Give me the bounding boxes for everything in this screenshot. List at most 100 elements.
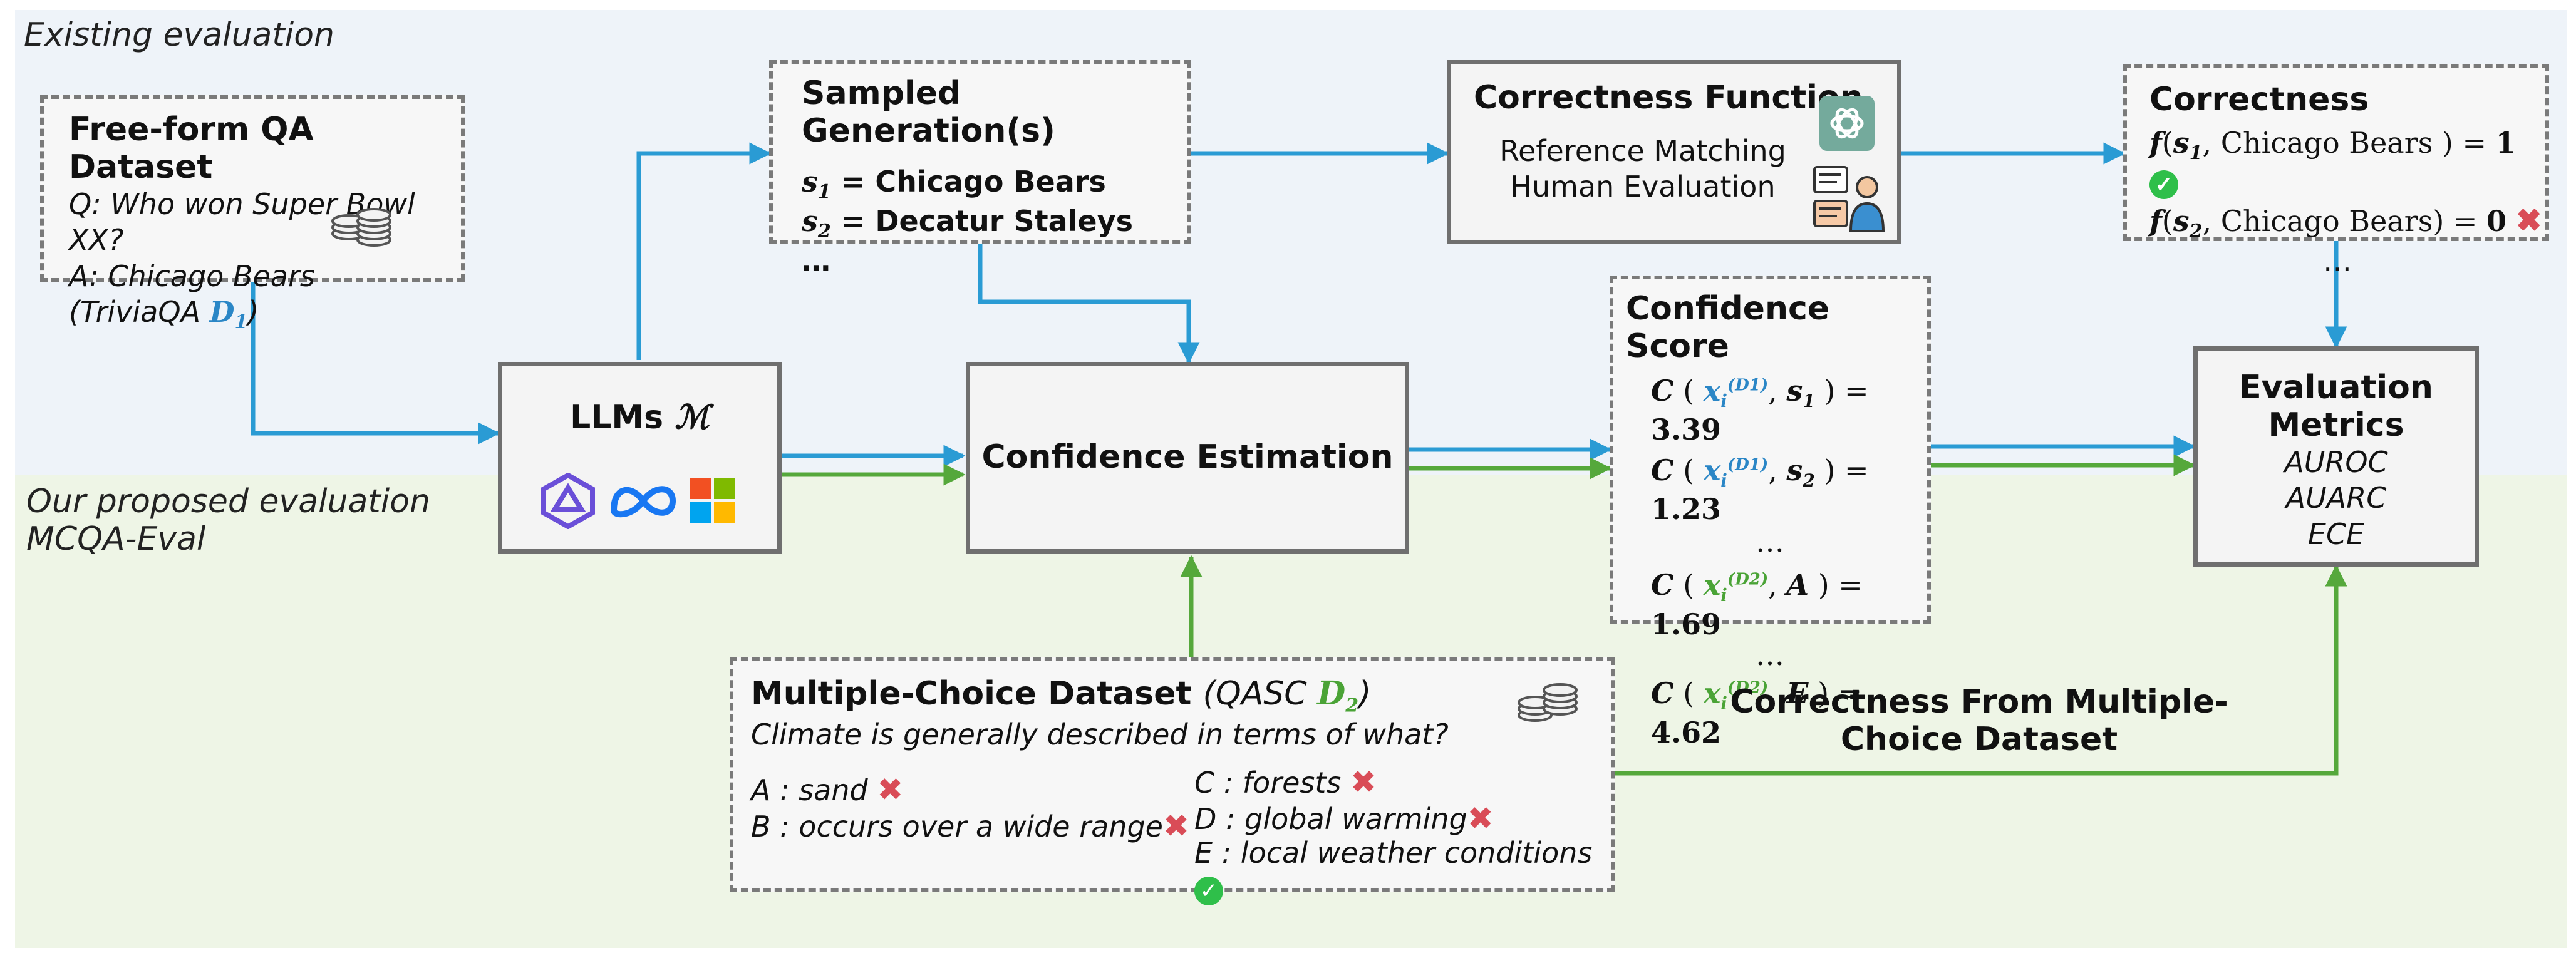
s1-arg: s1 — [2173, 125, 2203, 164]
llms-title-text: LLMs — [570, 399, 664, 436]
correctness-from-mc-line1: Correctness From Multiple- — [1730, 683, 2228, 721]
freeform-source: (TriviaQA D1) — [69, 294, 461, 334]
arrow-sampled-to-confidence-estimation — [978, 244, 1200, 364]
score-row3: C ( xi(D2), A ) = 1.69 — [1651, 568, 1863, 641]
database-icon — [1518, 683, 1578, 722]
score-row4-value: 4.62 — [1651, 715, 1722, 749]
freeform-source-prefix: (TriviaQA — [69, 295, 210, 329]
mcqa-options: A : sand ✖ B : occurs over a wide range✖… — [751, 764, 1611, 906]
correctness-function-line1: Reference Matching — [1499, 133, 1786, 168]
correctness-box: Correctness f(s1, Chicago Bears ) = 1 ✓ … — [2123, 64, 2549, 278]
score-row4: C ( xi(D2), E ) = 4.62 — [1651, 676, 1863, 749]
mcqa-title: Multiple-Choice Dataset — [751, 675, 1192, 713]
cross-icon: ✖ — [1350, 764, 1377, 801]
check-icon: ✓ — [2149, 170, 2178, 200]
s2-arg: s2 — [2173, 203, 2203, 243]
score-row4-arg: E — [1786, 676, 1809, 711]
f-symbol-1: f — [2149, 125, 2162, 160]
score-row3-value: 1.69 — [1651, 607, 1722, 641]
correctness-from-mc-line2: Choice Dataset — [1840, 720, 2118, 758]
arrow-dataset-to-llms — [251, 282, 500, 445]
llms-box: LLMs ℳ — [498, 362, 782, 554]
score-row2-value: 1.23 — [1651, 492, 1722, 527]
sample-s2-value: = Decatur Staleys — [830, 204, 1133, 239]
qwen-logo-icon — [541, 473, 595, 529]
mcqa-source-suffix: ) — [1358, 675, 1372, 713]
correctness-row2-value: 0 — [2486, 203, 2507, 238]
metric-ece: ECE — [2307, 517, 2365, 551]
existing-evaluation-label: Existing evaluation — [24, 16, 335, 54]
proposed-evaluation-line2: MCQA-Eval — [26, 520, 206, 558]
mcqa-dataset-box: Multiple-Choice Dataset (QASC D2) Climat… — [730, 657, 1615, 906]
database-icon — [331, 208, 391, 247]
sampled-generations-box: Sampled Generation(s) s1 = Chicago Bears… — [769, 60, 1191, 278]
freeform-source-suffix: ) — [247, 295, 259, 329]
confidence-score-title: Confidence Score — [1626, 290, 1830, 365]
score-ellipsis-1: … — [1756, 524, 1784, 559]
correctness-from-mc-label: Correctness From Multiple- Choice Datase… — [1710, 683, 2248, 759]
sample-s1-value: = Chicago Bears — [830, 164, 1106, 198]
correctness-row2: f(s2, Chicago Bears) = 0 ✖ — [2149, 201, 2542, 243]
mcqa-question: Climate is generally described in terms … — [751, 717, 1449, 751]
score-row3-arg: A — [1786, 568, 1809, 602]
evaluation-metrics-box: Evaluation Metrics AUROC AUARC ECE — [2193, 346, 2479, 567]
metrics-title-line1: Evaluation — [2239, 369, 2433, 406]
score-row2: C ( xi(D1), s2 ) = 1.23 — [1651, 453, 1869, 527]
correctness-function-title: Correctness Function — [1474, 79, 1863, 116]
mcqa-source-prefix: (QASC — [1203, 675, 1318, 713]
correctness-row2-arg: Chicago Bears — [2220, 203, 2433, 238]
freeform-question: Q: Who won Super Bowl XX? — [69, 187, 415, 257]
s2-symbol: s2 — [802, 204, 831, 243]
cross-icon: ✖ — [2515, 201, 2542, 239]
check-icon: ✓ — [1194, 877, 1223, 906]
f-symbol-2: f — [2149, 203, 2162, 238]
metrics-title-line2: Metrics — [2268, 406, 2404, 444]
freeform-qa-title: Free-form QA Dataset — [69, 111, 314, 186]
metric-auroc: AUROC — [2284, 445, 2388, 479]
cross-icon: ✖ — [1467, 800, 1494, 837]
option-b: B : occurs over a wide range✖ — [751, 806, 1189, 846]
correctness-ellipsis: … — [2323, 244, 2352, 278]
sample-s2: s2 = Decatur Staleys — [802, 203, 1187, 244]
sample-s1: s1 = Chicago Bears — [802, 164, 1187, 204]
confidence-score-box: Confidence Score C ( xi(D1), s1 ) = 3.39… — [1610, 276, 1931, 749]
correctness-function-line2: Human Evaluation — [1510, 170, 1776, 204]
score-row1: C ( xi(D1), s1 ) = 3.39 — [1651, 373, 1869, 446]
human-evaluator-icon — [1813, 166, 1885, 232]
option-d: D : global warming✖ — [1194, 799, 1494, 838]
confidence-estimation-box: Confidence Estimation — [966, 362, 1409, 554]
correctness-row1-value: 1 — [2495, 125, 2516, 160]
cross-icon: ✖ — [877, 771, 904, 808]
correctness-row1: f(s1, Chicago Bears ) = 1 ✓ — [2149, 125, 2545, 201]
meta-logo-icon — [610, 486, 676, 518]
score-row1-arg: s1 — [1786, 373, 1815, 411]
sample-ellipsis: … — [802, 244, 830, 278]
freeform-qa-dataset-box: Free-form QA Dataset Q: Who won Super Bo… — [40, 95, 465, 333]
proposed-evaluation-line1: Our proposed evaluation — [26, 483, 430, 520]
option-c: C : forests ✖ — [1194, 763, 1377, 802]
cross-icon: ✖ — [1162, 808, 1189, 845]
proposed-evaluation-label: Our proposed evaluation MCQA-Eval — [26, 483, 430, 559]
dataset-d2-symbol: D2 — [1317, 674, 1359, 717]
sampled-generations-title: Sampled Generation(s) — [802, 75, 1055, 150]
arrow-mcqa-to-metrics — [1615, 564, 2347, 776]
confidence-estimation-title: Confidence Estimation — [981, 438, 1394, 476]
llms-title: LLMs ℳ — [502, 399, 777, 437]
dataset-d1-symbol: D1 — [209, 295, 248, 334]
mcqa-title-row: Multiple-Choice Dataset (QASC D2) — [751, 675, 1611, 717]
option-e: E : local weather conditions ✓ — [1194, 835, 1611, 907]
score-row2-arg: s2 — [1786, 453, 1815, 492]
model-m-symbol: ℳ — [675, 398, 710, 436]
option-a: A : sand ✖ — [751, 770, 903, 810]
metric-auarc: AUARC — [2285, 481, 2387, 515]
correctness-function-box: Correctness Function Reference Matching … — [1447, 60, 1901, 244]
microsoft-logo-icon — [690, 478, 735, 523]
freeform-answer: A: Chicago Bears — [69, 259, 315, 293]
score-ellipsis-2: … — [1756, 638, 1784, 672]
s1-symbol: s1 — [802, 164, 831, 203]
arrow-llms-to-sampled — [636, 142, 772, 360]
correctness-row1-arg: Chicago Bears — [2220, 125, 2433, 160]
correctness-title: Correctness — [2149, 81, 2369, 118]
openai-icon — [1819, 96, 1875, 151]
score-row1-value: 3.39 — [1651, 412, 1722, 446]
